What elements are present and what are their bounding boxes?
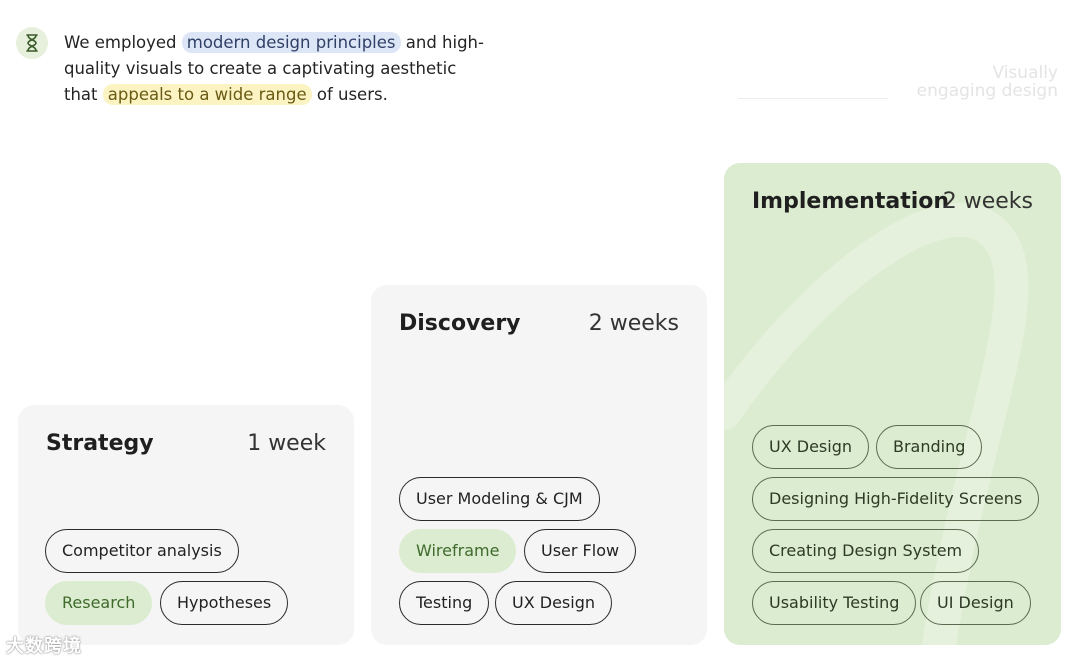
card-duration: 2 weeks <box>942 189 1033 214</box>
intro-text-part: and high-quality visuals to create a cap… <box>64 33 484 104</box>
faded-caption-line: Visually <box>992 63 1058 83</box>
divider <box>738 98 888 99</box>
chip-testing[interactable]: Testing <box>399 581 490 625</box>
faded-caption: Visually engaging design <box>917 64 1058 100</box>
card-title: Implementation <box>752 189 950 214</box>
chip-hypotheses[interactable]: Hypotheses <box>160 581 289 625</box>
chip-designing-high-fidelity-screens[interactable]: Designing High-Fidelity Screens <box>752 477 1040 521</box>
implementation-card: Implementation 2 weeks UX Design Brandin… <box>724 163 1061 645</box>
strategy-card: Strategy 1 week Competitor analysis Rese… <box>18 405 354 645</box>
chip-creating-design-system[interactable]: Creating Design System <box>752 529 980 573</box>
chip-ux-design[interactable]: UX Design <box>752 425 869 469</box>
hourglass-icon <box>16 27 48 59</box>
chip-user-flow[interactable]: User Flow <box>524 529 637 573</box>
intro-text-part: of users. <box>311 85 388 104</box>
intro-text-part: We employed <box>64 33 182 52</box>
watermark: 大数跨境 <box>6 636 82 657</box>
chip-user-modeling-cjm[interactable]: User Modeling & CJM <box>399 477 600 521</box>
chip-ui-design[interactable]: UI Design <box>920 581 1031 625</box>
card-duration: 1 week <box>247 431 326 456</box>
chip-ux-design[interactable]: UX Design <box>495 581 612 625</box>
faded-caption-line: engaging design <box>916 81 1058 101</box>
intro-paragraph: We employed modern design principles and… <box>64 30 484 108</box>
chip-competitor-analysis[interactable]: Competitor analysis <box>45 529 239 573</box>
card-duration: 2 weeks <box>588 311 679 336</box>
highlight-wide-range: appeals to a wide range <box>102 84 312 105</box>
card-title: Discovery <box>399 311 521 336</box>
chip-research[interactable]: Research <box>45 581 153 625</box>
decorative-swoosh <box>724 203 1029 645</box>
chip-usability-testing[interactable]: Usability Testing <box>752 581 917 625</box>
card-title: Strategy <box>46 431 154 456</box>
chip-wireframe[interactable]: Wireframe <box>399 529 517 573</box>
chip-branding[interactable]: Branding <box>876 425 983 469</box>
discovery-card: Discovery 2 weeks User Modeling & CJM Wi… <box>371 285 707 645</box>
highlight-modern-design: modern design principles <box>181 32 401 53</box>
